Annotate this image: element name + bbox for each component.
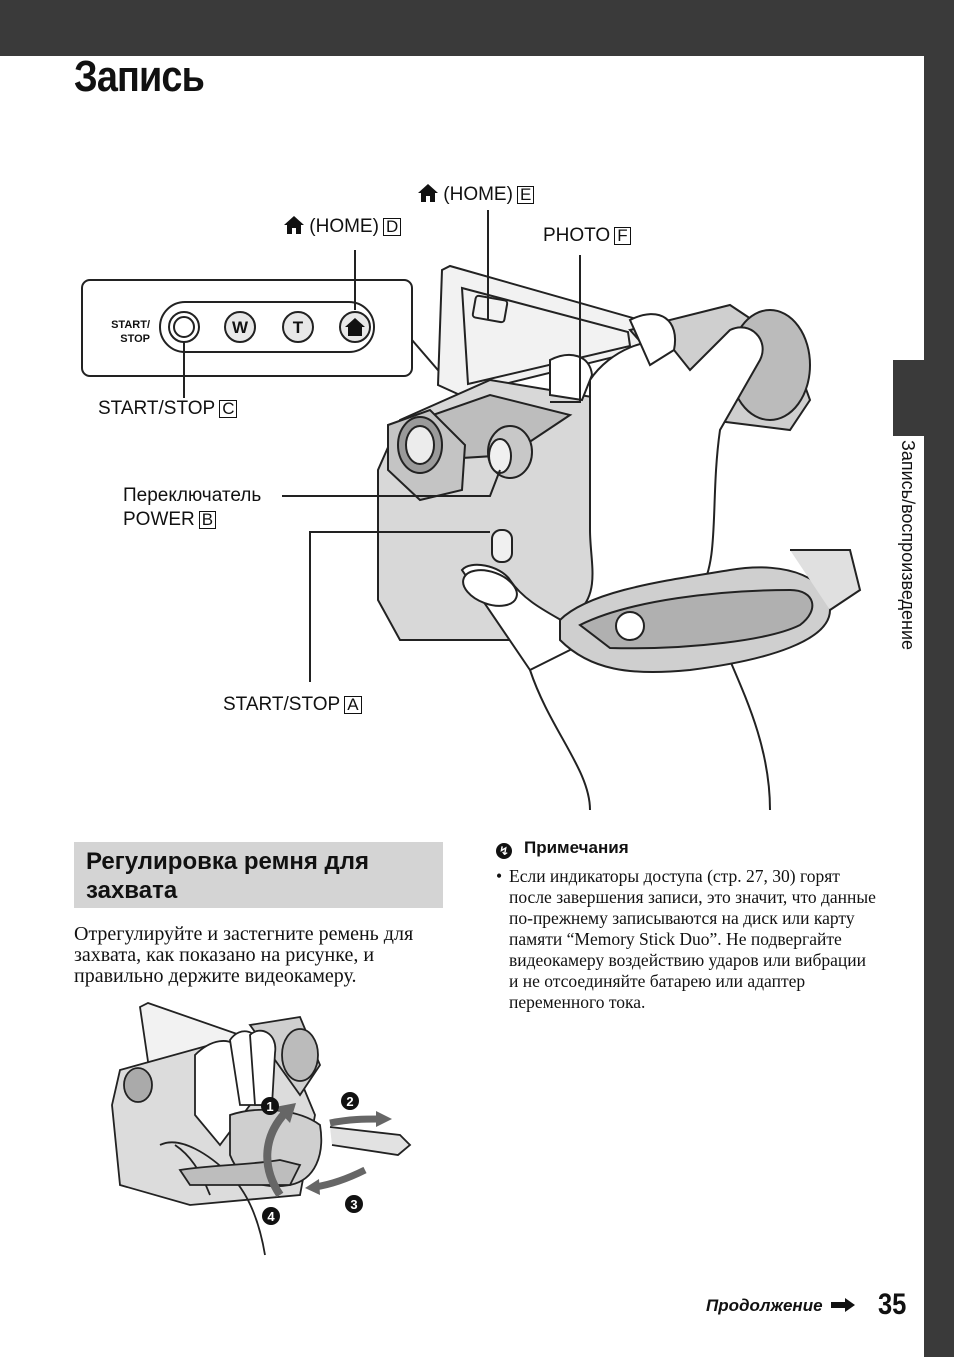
svg-text:1: 1 xyxy=(266,1099,273,1114)
camera-illustration: W T START/ STOP xyxy=(81,210,862,811)
zoom-w-button xyxy=(224,311,256,343)
home-icon xyxy=(284,216,304,234)
section-body: Отрегулируйте и застегните ремень для за… xyxy=(74,923,414,987)
list-item: • Если индикаторы доступа (стр. 27, 30) … xyxy=(496,866,876,1013)
zoom-t-label: T xyxy=(293,318,304,337)
arrow-step-1 xyxy=(263,1110,289,1198)
header-bar xyxy=(0,0,954,56)
key-letter-e: E xyxy=(516,186,535,204)
side-tab-marker xyxy=(893,360,954,436)
notes-heading: ↯Примечания xyxy=(496,838,629,859)
note-text: Если индикаторы доступа (стр. 27, 30) го… xyxy=(509,866,876,1012)
side-edge-bar xyxy=(924,0,954,1357)
key-letter-d: D xyxy=(382,218,402,236)
home-icon xyxy=(418,184,438,202)
side-tab-label: Запись/воспроизведение xyxy=(898,440,918,651)
key-letter-f: F xyxy=(614,227,631,245)
svg-text:3: 3 xyxy=(350,1197,357,1212)
step-4-marker xyxy=(262,1207,280,1225)
home-d-label: (HOME)D xyxy=(284,216,402,238)
zoom-t-button xyxy=(282,311,314,343)
bullet: • xyxy=(496,866,503,886)
arrow-right-icon xyxy=(831,1297,856,1312)
continued-label: Продолжение xyxy=(706,1296,856,1316)
button-panel-bezel xyxy=(159,301,375,353)
zoom-w-label: W xyxy=(232,318,249,337)
grip-strap-drawing: 1 2 3 4 xyxy=(111,1002,412,1256)
key-letter-b: B xyxy=(198,511,217,529)
notes-list: • Если индикаторы доступа (стр. 27, 30) … xyxy=(496,866,876,1013)
home-panel-icon xyxy=(345,318,365,336)
svg-text:4: 4 xyxy=(267,1209,275,1224)
panel-start-stop-line1: START/ xyxy=(111,319,150,331)
button-panel-frame xyxy=(81,279,413,377)
step-3-marker xyxy=(345,1195,363,1213)
page-title: Запись xyxy=(74,52,205,101)
step-2-marker xyxy=(341,1092,359,1110)
panel-start-stop-line2: STOP xyxy=(120,333,150,345)
step-1-marker xyxy=(261,1097,279,1115)
svg-text:2: 2 xyxy=(346,1094,353,1109)
callout-power-line xyxy=(282,469,501,497)
callout-photo-line xyxy=(550,255,581,403)
notes-warning-icon: ↯ xyxy=(496,843,512,859)
home-e-label: (HOME)E xyxy=(418,184,535,206)
callout-start-stop-a-line xyxy=(309,531,490,682)
section-heading: Регулировка ремня для захвата xyxy=(74,842,443,908)
key-letter-a: A xyxy=(344,696,362,714)
arrow-step-2 xyxy=(329,1115,381,1127)
grip-strap-illustration: 1 2 3 4 xyxy=(100,995,440,1265)
arrow-step-3 xyxy=(314,1166,367,1191)
key-letter-c: C xyxy=(219,400,238,418)
page-number: 35 xyxy=(878,1288,907,1321)
